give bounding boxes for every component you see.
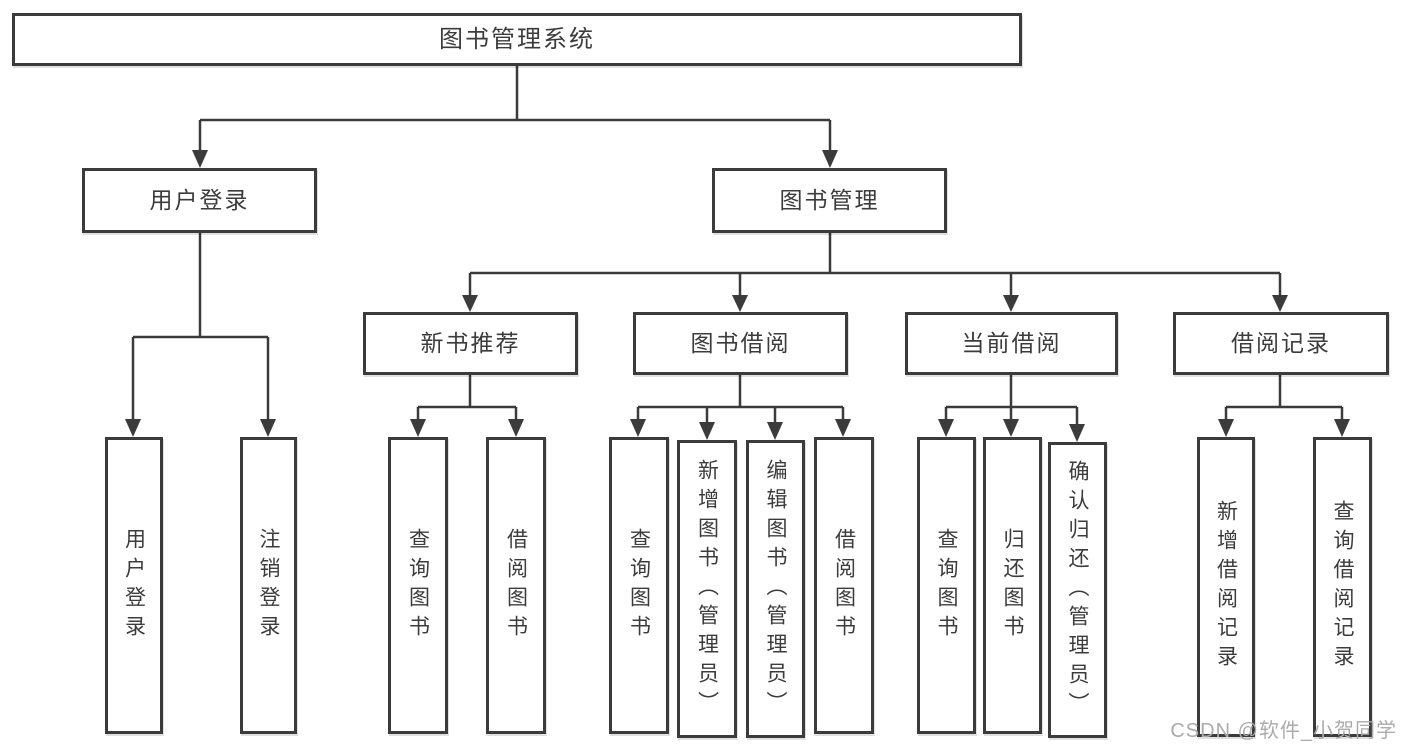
node-new-book-recommend: 新书推荐 [363,312,578,375]
node-current-borrowing: 当前借阅 [905,312,1118,375]
edge-bookmgmt-to-level3 [468,233,1282,297]
node-library-management-system: 图书管理系统 [12,13,1022,66]
node-label: 新增借阅记录 [1214,500,1238,674]
edge-current-to-leaves [944,375,1079,424]
node-label: 图书管理 [779,187,880,213]
leaf-query-borrowing-record: 查询借阅记录 [1313,437,1372,737]
leaf-user-login: 用户登录 [105,437,163,734]
leaf-edit-books-admin: 编辑图书（管理员） [746,440,805,738]
node-label: 借阅图书 [504,527,528,644]
node-label: 编辑图书（管理员） [764,458,787,720]
node-label: 新增图书（管理员） [695,458,719,720]
node-label: 确认归还（管理员） [1066,459,1089,721]
node-label: 查询图书 [406,527,430,644]
leaf-borrow-books-recommend: 借阅图书 [486,437,546,734]
leaf-query-books-current: 查询图书 [917,437,976,734]
node-label: 用户登录 [149,187,250,213]
node-user-login: 用户登录 [82,168,317,233]
node-book-management: 图书管理 [712,168,947,233]
leaf-query-books-borrowing: 查询图书 [609,437,669,734]
leaf-query-books-recommend: 查询图书 [388,437,448,734]
edge-borrow-to-leaves [636,375,845,423]
node-label: 图书管理系统 [439,25,595,53]
node-label: 图书借阅 [690,330,791,356]
node-borrowing-records: 借阅记录 [1173,312,1389,375]
node-book-borrowing: 图书借阅 [633,312,848,375]
leaf-borrow-books: 借阅图书 [814,437,874,734]
edge-newbook-to-leaves [416,375,518,421]
edge-userlogin-to-leaves [131,233,270,421]
leaf-confirm-return-admin: 确认归还（管理员） [1048,442,1107,738]
node-label: 借阅图书 [832,527,856,644]
node-label: 借阅记录 [1231,330,1331,356]
node-label: 用户登录 [122,527,146,644]
leaf-return-books: 归还图书 [983,437,1042,734]
node-label: 注销登录 [257,527,280,644]
leaf-add-borrowing-record: 新增借阅记录 [1197,437,1255,737]
node-label: 归还图书 [1001,527,1024,644]
node-label: 查询借阅记录 [1331,500,1354,674]
leaf-logout: 注销登录 [240,437,297,734]
node-label: 新书推荐 [420,330,521,356]
node-label: 查询图书 [935,527,958,644]
node-label: 当前借阅 [961,330,1062,356]
edge-root-to-level2 [198,66,832,152]
edge-records-to-leaves [1224,375,1344,421]
node-label: 查询图书 [627,527,651,644]
leaf-add-books-admin: 新增图书（管理员） [677,440,737,738]
csdn-watermark: CSDN @软件_小贺同学 [1170,720,1397,742]
